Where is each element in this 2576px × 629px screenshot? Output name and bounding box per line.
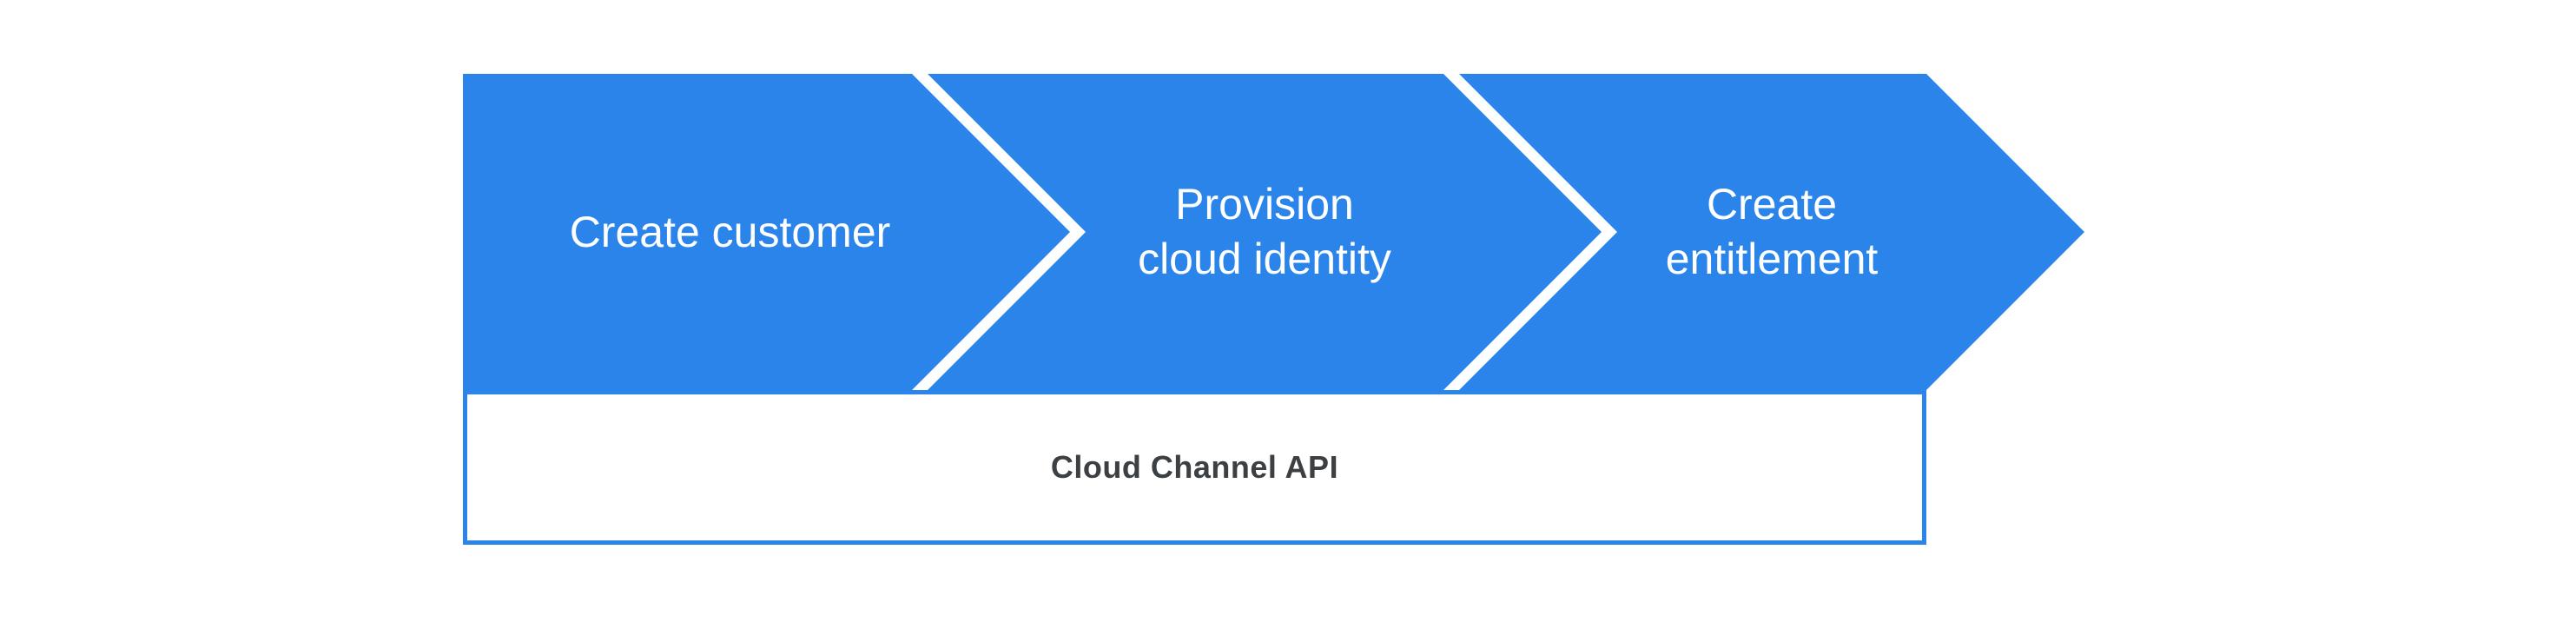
- chevron-step-label: Create customer: [570, 205, 891, 260]
- chevron-label-line: Create customer: [569, 207, 891, 256]
- chevron-step-label: Create entitlement: [1666, 177, 1879, 287]
- cloud-channel-api-box: Cloud Channel API: [463, 390, 1926, 545]
- cloud-channel-api-label: Cloud Channel API: [1050, 449, 1339, 485]
- chevron-label-line: Create: [1706, 180, 1838, 228]
- chevron-label-line: cloud identity: [1138, 235, 1391, 283]
- chevron-label-line: Provision: [1175, 180, 1354, 228]
- chevron-step-label: Provision cloud identity: [1138, 177, 1391, 287]
- chevron-label-line: entitlement: [1665, 235, 1879, 283]
